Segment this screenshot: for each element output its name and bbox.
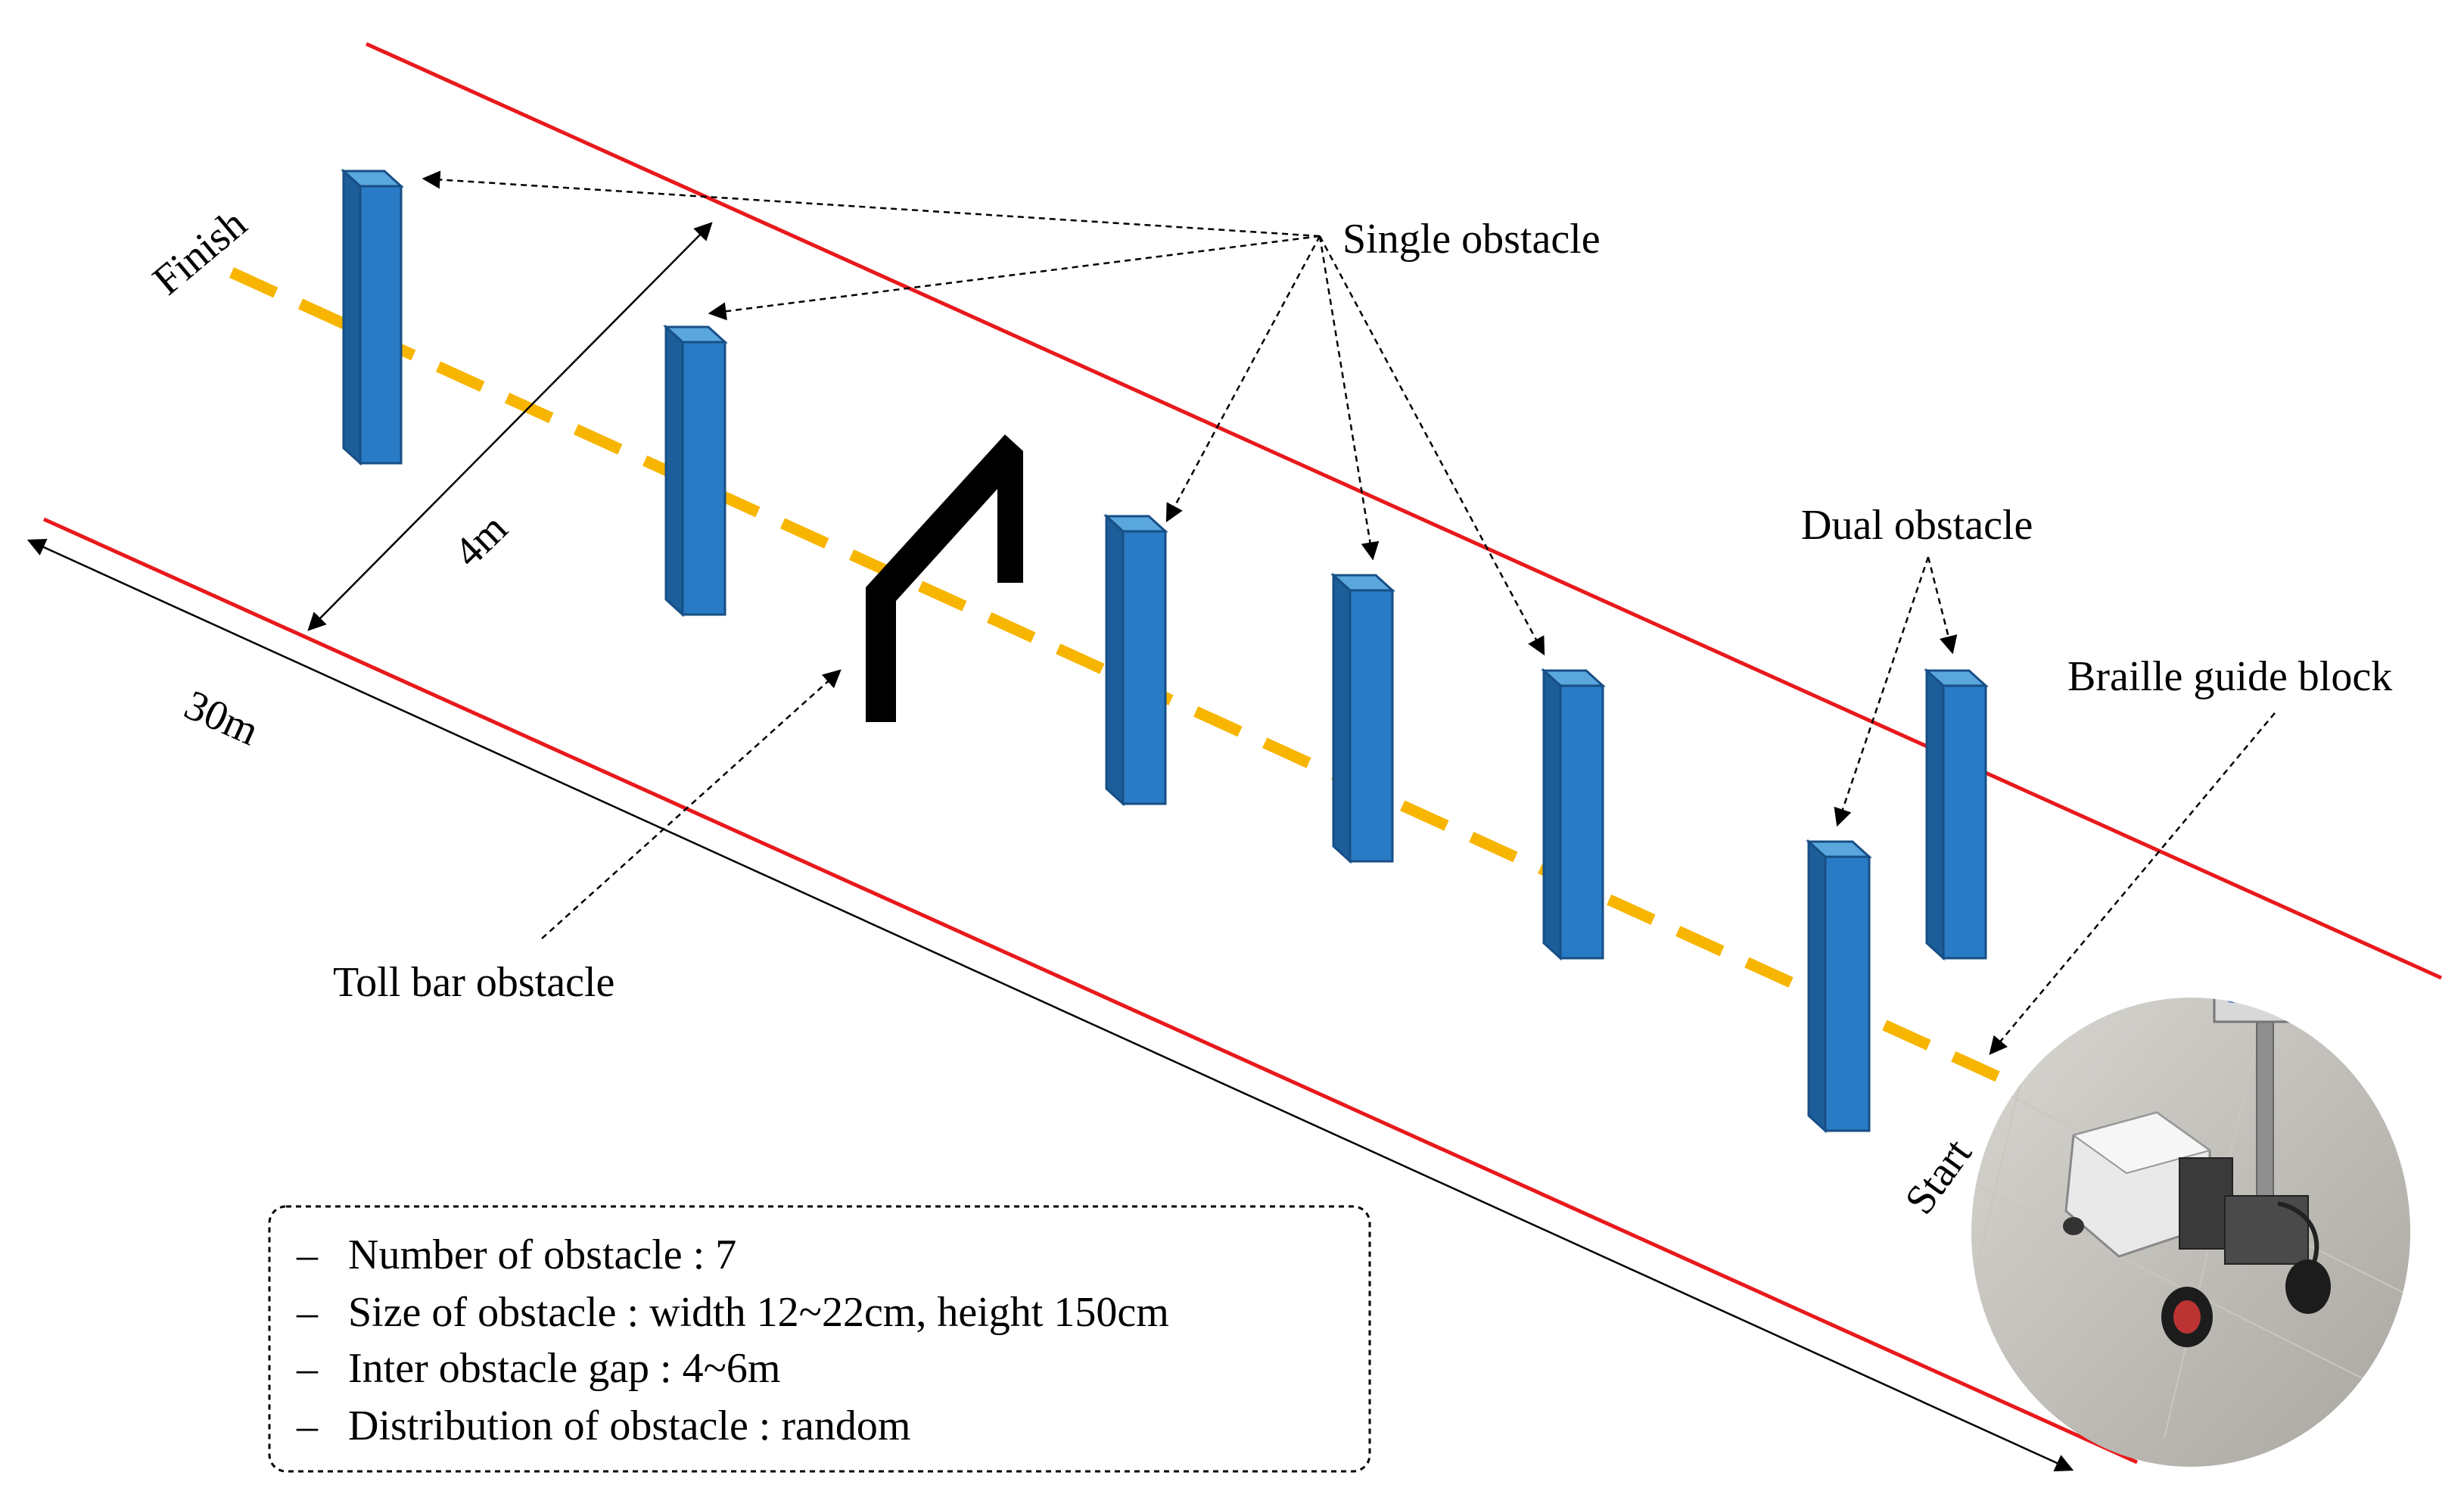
notes-item-2: Size of obstacle : width 12~22cm, height… — [348, 1289, 1169, 1336]
single-obstacle-pointers — [422, 170, 1545, 656]
dual-obstacle-label: Dual obstacle — [1801, 502, 2033, 549]
finish-label: Finish — [145, 200, 256, 304]
notes-list: – Number of obstacle : 7 – Size of obsta… — [296, 1231, 1169, 1449]
obstacle-1 — [341, 168, 404, 466]
notes-dash-4: – — [296, 1402, 319, 1449]
obstacle-3 — [1103, 513, 1168, 807]
obstacle-7-dual — [1924, 668, 1989, 961]
width-label: 4m — [445, 505, 517, 576]
obstacle-5 — [1541, 668, 1606, 961]
notes-item-1: Number of obstacle : 7 — [348, 1231, 736, 1278]
obstacle-2 — [663, 324, 728, 618]
obstacle-6-dual — [1806, 839, 1872, 1134]
notes-item-4: Distribution of obstacle : random — [348, 1402, 910, 1449]
notes-dash-1: – — [296, 1231, 319, 1278]
toll-bar-pointer — [541, 669, 842, 939]
toll-bar-obstacle-label: Toll bar obstacle — [333, 959, 614, 1006]
guide-robot-photo — [1971, 998, 2410, 1467]
length-dimension-arrow — [26, 539, 2074, 1471]
dual-obstacle-pointers — [1834, 556, 1958, 827]
obstacle-4 — [1330, 572, 1395, 864]
toll-bar-obstacle-shape — [866, 434, 1023, 722]
start-label: Start — [1896, 1130, 1981, 1222]
boundary-line-top — [365, 42, 2443, 980]
notes-dash-3: – — [296, 1345, 319, 1392]
braille-guide-block-label: Braille guide block — [2067, 653, 2392, 700]
single-obstacle-label: Single obstacle — [1342, 216, 1601, 263]
notes-dash-2: – — [296, 1289, 319, 1336]
notes-box — [268, 1205, 1371, 1473]
length-label: 30m — [178, 681, 266, 755]
width-dimension-arrow — [307, 222, 713, 631]
notes-item-3: Inter obstacle gap : 4~6m — [348, 1345, 780, 1392]
